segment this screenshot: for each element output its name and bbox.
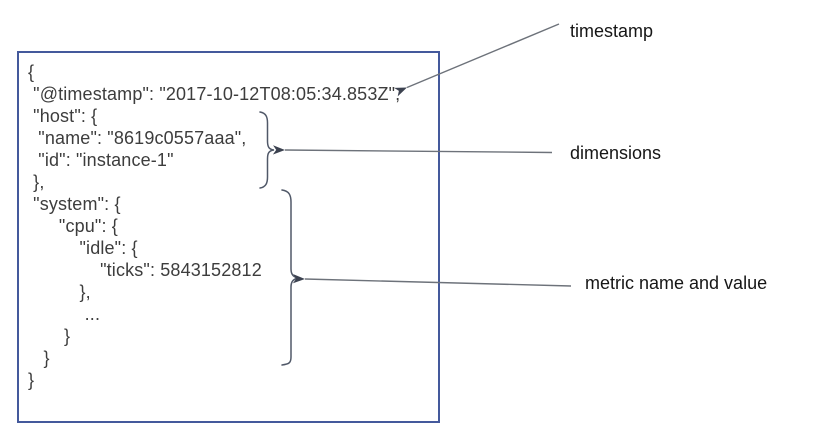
dimensions-label: dimensions <box>570 143 662 163</box>
json-code: { "@timestamp": "2017-10-12T08:05:34.853… <box>28 62 401 390</box>
timestamp-label: timestamp <box>570 21 654 41</box>
event-json-box: { "@timestamp": "2017-10-12T08:05:34.853… <box>17 51 440 423</box>
metric-name-and-value-label: metric name and value <box>585 273 768 293</box>
